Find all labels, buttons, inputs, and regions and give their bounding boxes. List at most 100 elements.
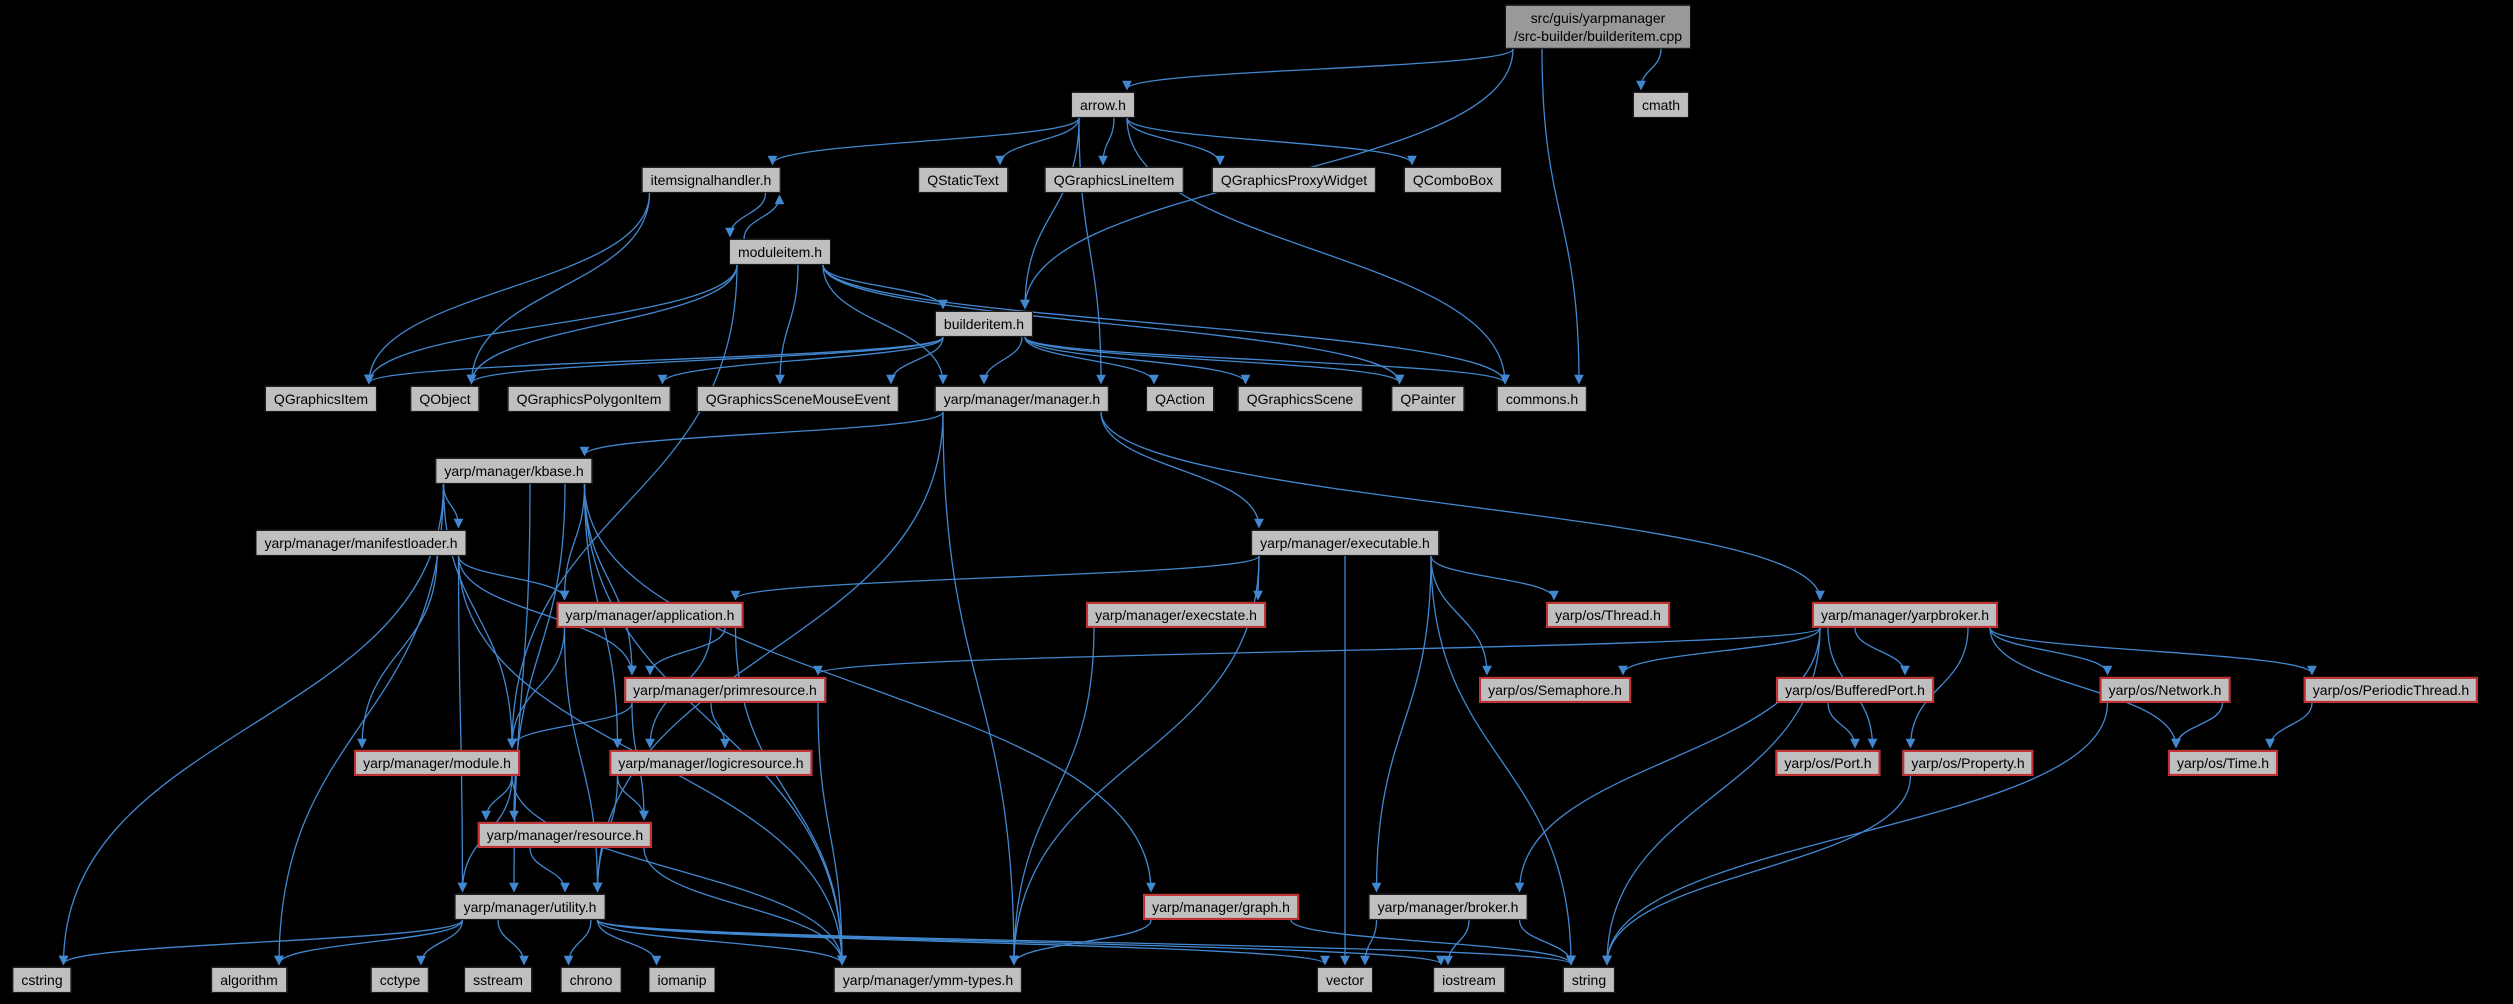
edge-yarpbroker_h-to-semaphore_h [1618, 627, 1821, 676]
edge-yarpbroker_h-to-broker_h [1514, 627, 1821, 893]
node-string: string [1562, 966, 1616, 994]
edge-kbase_h-to-primresource_h [583, 483, 637, 676]
edge-graph_h-to-ymm_types_h [1009, 919, 1152, 966]
node-periodicthread_h[interactable]: yarp/os/PeriodicThread.h [2303, 676, 2479, 704]
node-moduleitem_h[interactable]: moduleitem.h [728, 238, 832, 266]
node-time_h[interactable]: yarp/os/Time.h [2167, 749, 2279, 777]
node-sstream: sstream [464, 966, 532, 994]
node-utility_h[interactable]: yarp/manager/utility.h [454, 893, 606, 921]
edge-moduleitem_h-to-qobject [466, 264, 738, 385]
edge-executable_h-to-semaphore_h [1430, 555, 1492, 676]
edge-broker_h-to-vector [1360, 919, 1378, 966]
node-chrono: chrono [560, 966, 622, 994]
edge-yarpbroker_h-to-property_h [1905, 627, 1969, 749]
edge-manager_h-to-ymm_types_h [942, 411, 1019, 966]
node-manager_h[interactable]: yarp/manager/manager.h [934, 385, 1110, 413]
edge-executable_h-to-broker_h [1371, 555, 1432, 893]
edge-moduleitem_h-to-itemsignalhandler_h [743, 194, 785, 240]
edge-network_h-to-string [1602, 702, 2109, 966]
edge-periodicthread_h-to-time_h [2265, 702, 2313, 749]
node-qstatictext: QStaticText [918, 166, 1008, 194]
edge-yarpbroker_h-to-primresource_h [813, 627, 1821, 676]
edge-kbase_h-to-application_h [559, 483, 586, 601]
node-broker_h[interactable]: yarp/manager/broker.h [1368, 893, 1528, 921]
edge-arrow_h-to-qgraphicsproxywidget [1126, 117, 1225, 166]
node-graph_h[interactable]: yarp/manager/graph.h [1143, 893, 1299, 921]
node-port_h[interactable]: yarp/os/Port.h [1775, 749, 1881, 777]
edge-arrow_h-to-qcombobox [1126, 117, 1417, 166]
edge-builderitem_h-to-qgraphicsscene [1024, 336, 1251, 385]
node-application_h[interactable]: yarp/manager/application.h [556, 601, 744, 629]
node-ymm_types_h[interactable]: yarp/manager/ymm-types.h [833, 966, 1023, 994]
node-resource_h[interactable]: yarp/manager/resource.h [477, 821, 653, 849]
node-cstring: cstring [12, 966, 72, 994]
edge-yarpbroker_h-to-network_h [1989, 627, 2113, 676]
edge-bufferedport_h-to-port_h [1827, 702, 1860, 749]
edge-primresource_h-to-logicresource_h [710, 702, 730, 749]
edge-property_h-to-string [1602, 775, 1912, 966]
edge-itemsignalhandler_h-to-moduleitem_h [725, 192, 767, 238]
edge-utility_h-to-cctype [416, 919, 464, 966]
node-itemsignalhandler_h[interactable]: itemsignalhandler.h [641, 166, 781, 194]
node-vector: vector [1316, 966, 1374, 994]
edge-manifestloader_h-to-utility_h [457, 555, 468, 893]
node-executable_h[interactable]: yarp/manager/executable.h [1251, 529, 1439, 557]
edge-moduleitem_h-to-commons_h [822, 264, 1510, 385]
node-module_h[interactable]: yarp/manager/module.h [354, 749, 520, 777]
edge-builderitem_cpp-to-commons_h [1541, 48, 1584, 385]
edge-execstate_h-to-ymm_types_h [1009, 627, 1095, 966]
edge-manager_h-to-kbase_h [579, 411, 944, 457]
edge-broker_h-to-iostream [1443, 919, 1470, 966]
edge-manager_h-to-yarpbroker_h [1100, 411, 1825, 601]
node-qcombobox: QComboBox [1403, 166, 1503, 194]
node-property_h[interactable]: yarp/os/Property.h [1902, 749, 2034, 777]
node-algorithm: algorithm [211, 966, 287, 994]
node-qgraphicslineitem: QGraphicsLineItem [1044, 166, 1184, 194]
edge-builderitem_h-to-manager_h [979, 336, 1023, 385]
node-builderitem_cpp: src/guis/yarpmanager /src-builder/builde… [1504, 4, 1692, 50]
node-network_h[interactable]: yarp/os/Network.h [2099, 676, 2231, 704]
edge-arrow_h-to-qgraphicslineitem [1098, 117, 1115, 166]
node-bufferedport_h[interactable]: yarp/os/BufferedPort.h [1776, 676, 1934, 704]
node-qobject: QObject [410, 385, 480, 413]
edge-utility_h-to-algorithm [274, 919, 464, 966]
node-iomanip: iomanip [648, 966, 716, 994]
node-primresource_h[interactable]: yarp/manager/primresource.h [624, 676, 826, 704]
node-qgraphicsscene: QGraphicsScene [1237, 385, 1363, 413]
node-manifestloader_h[interactable]: yarp/manager/manifestloader.h [255, 529, 467, 557]
node-kbase_h[interactable]: yarp/manager/kbase.h [435, 457, 593, 485]
edge-manifestloader_h-to-module_h [357, 555, 438, 749]
edge-executable_h-to-ymm_types_h [1009, 555, 1260, 966]
node-logicresource_h[interactable]: yarp/manager/logicresource.h [609, 749, 813, 777]
node-semaphore_h[interactable]: yarp/os/Semaphore.h [1479, 676, 1631, 704]
edge-network_h-to-time_h [2171, 702, 2224, 749]
edge-kbase_h-to-graph_h [583, 483, 1156, 893]
edge-application_h-to-module_h [507, 627, 566, 749]
edge-kbase_h-to-cstring [58, 483, 445, 966]
node-qgraphicsproxywidget: QGraphicsProxyWidget [1211, 166, 1377, 194]
edge-yarpbroker_h-to-time_h [1989, 627, 2181, 749]
node-iostream: iostream [1433, 966, 1505, 994]
edge-arrow_h-to-qstatictext [995, 117, 1080, 166]
node-builderitem_h[interactable]: builderitem.h [934, 310, 1034, 338]
edge-executable_h-to-thread_h [1430, 555, 1559, 601]
edge-resource_h-to-ymm_types_h [643, 847, 847, 966]
edge-utility_h-to-chrono [563, 919, 592, 966]
edge-moduleitem_h-to-qpainter [822, 264, 1405, 385]
node-thread_h[interactable]: yarp/os/Thread.h [1546, 601, 1670, 629]
edge-yarpbroker_h-to-periodicthread_h [1989, 627, 2317, 676]
edge-utility_h-to-sstream [497, 919, 529, 966]
edge-manifestloader_h-to-primresource_h [457, 555, 637, 676]
edge-builderitem_h-to-qgraphicsscenemouseevent [886, 336, 944, 385]
edge-primresource_h-to-ymm_types_h [817, 702, 847, 966]
node-execstate_h[interactable]: yarp/manager/execstate.h [1086, 601, 1266, 629]
node-commons_h[interactable]: commons.h [1496, 385, 1588, 413]
edge-builderitem_cpp-to-arrow_h [1122, 48, 1514, 91]
node-yarpbroker_h[interactable]: yarp/manager/yarpbroker.h [1811, 601, 1999, 629]
edge-kbase_h-to-module_h [442, 483, 517, 749]
edge-executable_h-to-application_h [730, 555, 1260, 601]
edge-kbase_h-to-ymm_types_h [583, 483, 847, 966]
node-arrow_h[interactable]: arrow.h [1071, 91, 1135, 119]
